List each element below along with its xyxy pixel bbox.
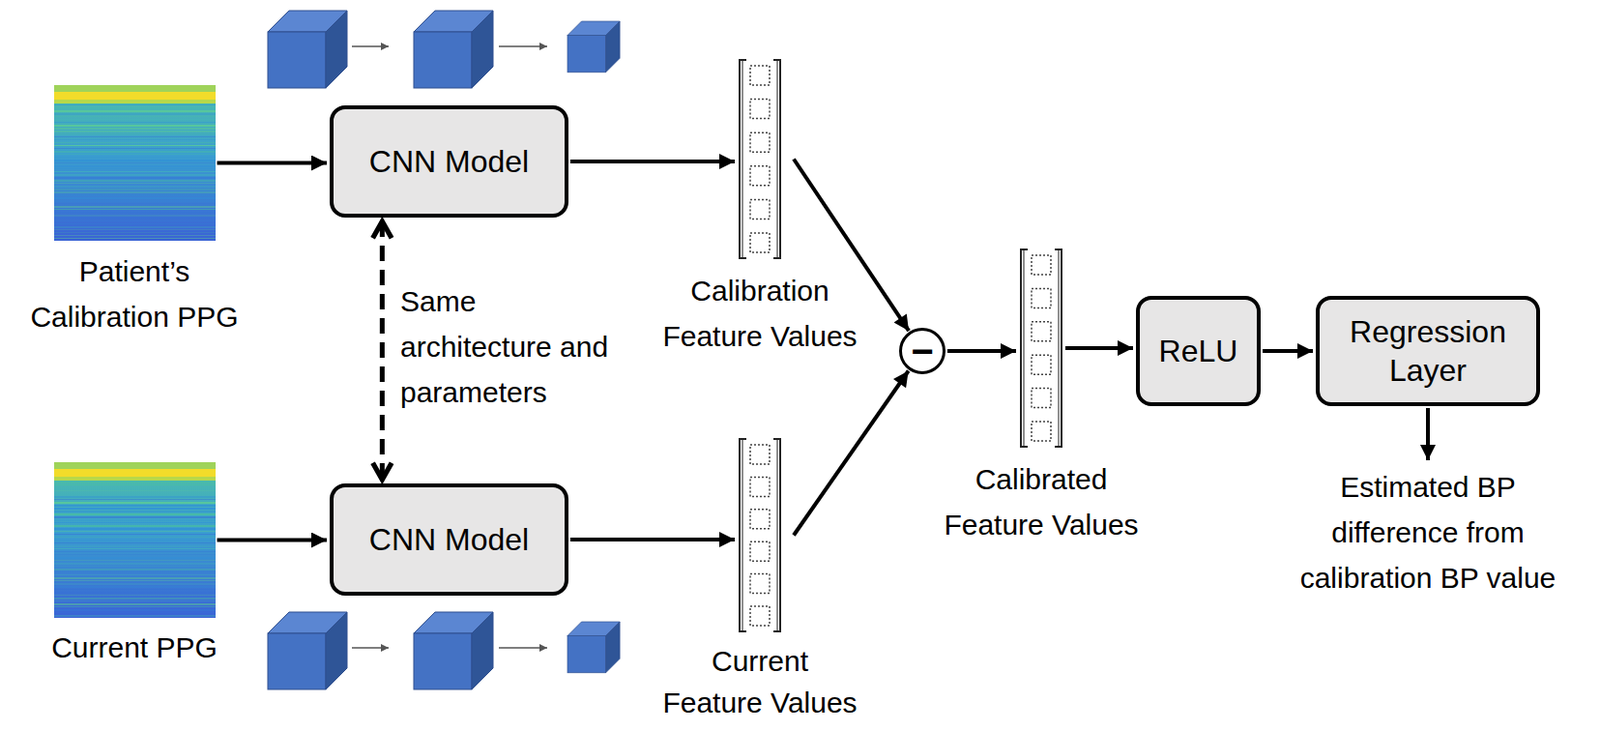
process-box: Regression Layer — [1315, 295, 1541, 407]
image-caption: Patient’s Calibration PPG — [18, 248, 251, 340]
output-label: Estimated BP difference from calibration… — [1282, 464, 1573, 601]
flow-arrow — [1065, 346, 1134, 350]
process-box: CNN Model — [329, 483, 569, 596]
image-node: Current PPG — [18, 462, 251, 670]
flow-arrow — [570, 159, 735, 164]
edge-label: Same architecture and parameters — [400, 278, 618, 415]
box-label: ReLU — [1159, 331, 1239, 371]
box-label: CNN Model — [369, 142, 529, 181]
feature-vector — [737, 58, 783, 261]
vector-caption: Calibrated Feature Values — [930, 456, 1153, 548]
output-arrow — [1425, 407, 1430, 461]
spectrogram-image — [54, 462, 216, 618]
flow-arrow — [570, 537, 735, 542]
operator-symbol: − — [910, 331, 933, 371]
vector-node: Calibrated Feature Values — [930, 247, 1153, 548]
subtract-operator: − — [899, 327, 946, 375]
process-box: ReLU — [1135, 295, 1261, 407]
cube-stack — [267, 10, 620, 88]
flow-arrow — [217, 538, 328, 543]
flow-arrow — [947, 349, 1017, 353]
image-caption: Current PPG — [18, 624, 251, 670]
flow-arrow — [793, 370, 909, 535]
box-label: CNN Model — [369, 520, 529, 559]
box-label: Regression Layer — [1329, 312, 1527, 390]
vector-caption: Current Feature Values — [660, 640, 861, 724]
process-box: CNN Model — [329, 105, 569, 218]
cube-stack — [267, 611, 620, 690]
vector-node: Calibration Feature Values — [648, 58, 872, 359]
image-node: Patient’s Calibration PPG — [18, 85, 251, 340]
flow-arrow — [1262, 349, 1313, 353]
feature-vector — [737, 436, 783, 634]
vector-caption: Calibration Feature Values — [648, 267, 872, 359]
shared-weights-arrow — [379, 221, 385, 480]
vector-node: Current Feature Values — [648, 436, 872, 724]
spectrogram-image — [54, 85, 216, 241]
flow-arrow — [217, 161, 328, 166]
feature-vector — [1018, 247, 1064, 449]
